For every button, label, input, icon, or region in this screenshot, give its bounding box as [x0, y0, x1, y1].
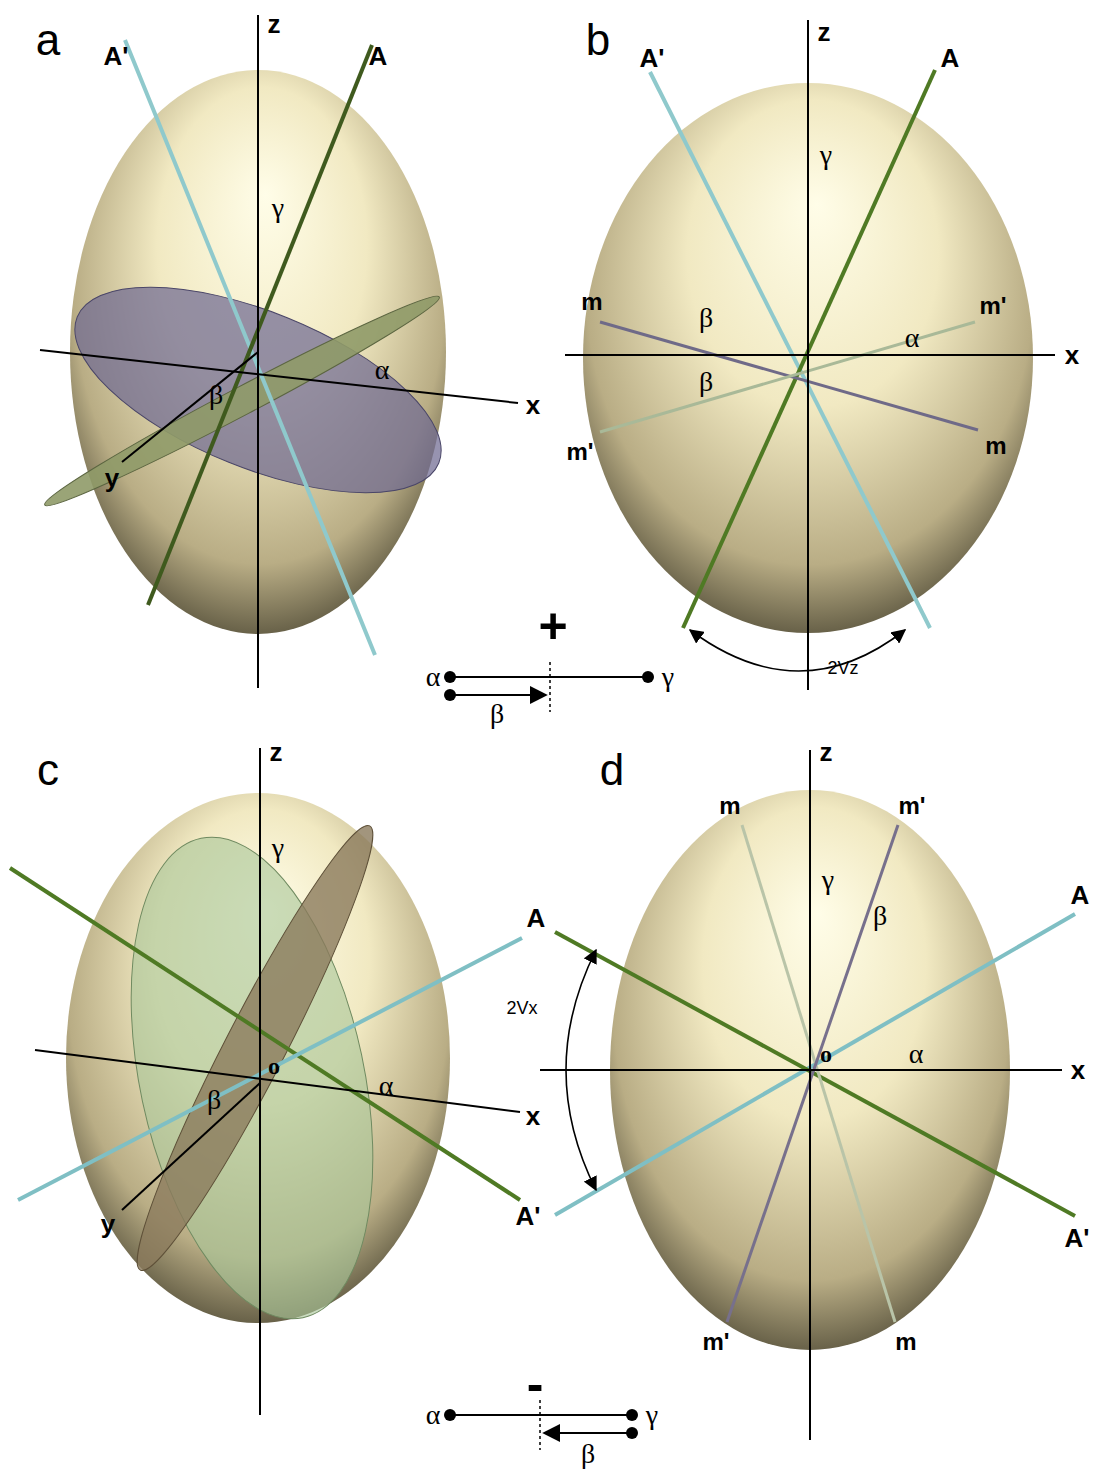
index-label: γ: [662, 663, 674, 691]
optic-axis-label: A: [527, 905, 546, 931]
scale-dot: [642, 671, 654, 683]
panel-b: [565, 20, 1055, 690]
scale-dot: [444, 671, 456, 683]
sign-symbol: -: [527, 1359, 544, 1409]
section-label: m: [719, 794, 740, 818]
section-label: m: [895, 1330, 916, 1354]
optic-axis: [650, 72, 930, 628]
scale-dot: [626, 1427, 638, 1439]
sign-symbol: +: [538, 601, 567, 651]
optic-axis: [125, 40, 375, 655]
angle-arc: [566, 950, 596, 1190]
optic-axis: [148, 45, 372, 605]
panel-letter: c: [37, 748, 59, 792]
scale-dot: [444, 1409, 456, 1421]
angle-label: 2Vz: [827, 659, 858, 677]
axis-label: z: [820, 739, 833, 765]
axis-line: [35, 1050, 520, 1112]
axis-label: y: [101, 1211, 115, 1237]
scale-dot: [626, 1409, 638, 1421]
axis-label: z: [270, 739, 283, 765]
optic-axis: [555, 932, 1075, 1216]
optic-axis-label: A: [369, 43, 388, 69]
section-trace: [727, 825, 898, 1322]
panel-a: [38, 15, 518, 688]
index-label: β: [873, 902, 887, 930]
scale-arrow: [450, 694, 546, 696]
circular-section: [38, 285, 446, 518]
scale-dot: [444, 689, 456, 701]
axis-label: y: [105, 465, 119, 491]
section-label: m': [702, 1330, 729, 1354]
axis-label: x: [526, 392, 540, 418]
index-label: γ: [272, 834, 284, 862]
section-label: m: [985, 434, 1006, 458]
index-label: β: [207, 1086, 221, 1114]
sign-scale: [444, 662, 654, 712]
index-label: β: [490, 700, 504, 728]
angle-arc: [690, 630, 905, 671]
index-label: α: [905, 324, 920, 352]
section-label: m': [566, 440, 593, 464]
axis-line: [122, 1083, 260, 1210]
panel-letter: d: [600, 748, 624, 792]
axis-label: x: [1065, 342, 1079, 368]
index-label: γ: [272, 194, 284, 222]
angle-label: 2Vx: [506, 999, 537, 1017]
axis-line: [809, 750, 811, 1440]
optic-axis-label: A': [516, 1203, 541, 1229]
index-label: α: [379, 1072, 394, 1100]
circular-section: [114, 812, 397, 1284]
section-label: m: [581, 290, 602, 314]
panel-letter: b: [586, 18, 610, 62]
section-label: m': [898, 794, 925, 818]
optic-axis-label: A: [1071, 882, 1090, 908]
axis-label: x: [526, 1103, 540, 1129]
section-label: m': [979, 294, 1006, 318]
axis-line: [259, 748, 261, 1415]
section-trace: [600, 322, 975, 432]
index-label: α: [375, 356, 390, 384]
axis-line: [122, 352, 258, 462]
axis-label: z: [818, 19, 831, 45]
index-label: α: [909, 1040, 924, 1068]
axis-line: [565, 354, 1055, 356]
index-label: β: [581, 1440, 595, 1468]
axis-label: z: [268, 11, 281, 37]
axis-line: [40, 350, 518, 403]
optic-axis-label: A': [104, 43, 129, 69]
index-label: α: [426, 663, 441, 691]
panel-letter: a: [36, 18, 60, 62]
index-label: γ: [822, 866, 834, 894]
index-label: β: [209, 381, 223, 409]
index-label: γ: [820, 141, 832, 169]
axis-line: [540, 1069, 1062, 1071]
optic-axis-label: A': [640, 45, 665, 71]
scale-line: [450, 1414, 632, 1416]
origin-label: o: [820, 1042, 832, 1066]
optic-axis: [18, 938, 522, 1200]
origin-label: o: [268, 1054, 280, 1078]
scale-arrow: [544, 1432, 632, 1434]
scale-line: [450, 676, 648, 678]
optic-axis-label: A': [1065, 1225, 1090, 1251]
optic-axis-label: A: [941, 45, 960, 71]
index-label: β: [699, 368, 713, 396]
panel-d: [540, 750, 1075, 1440]
optic-axis: [10, 868, 520, 1200]
scale-mark: [549, 662, 551, 712]
index-label: β: [699, 304, 713, 332]
index-label: γ: [646, 1401, 658, 1429]
panel-c: [10, 748, 522, 1415]
axis-label: x: [1071, 1057, 1085, 1083]
index-label: α: [426, 1401, 441, 1429]
